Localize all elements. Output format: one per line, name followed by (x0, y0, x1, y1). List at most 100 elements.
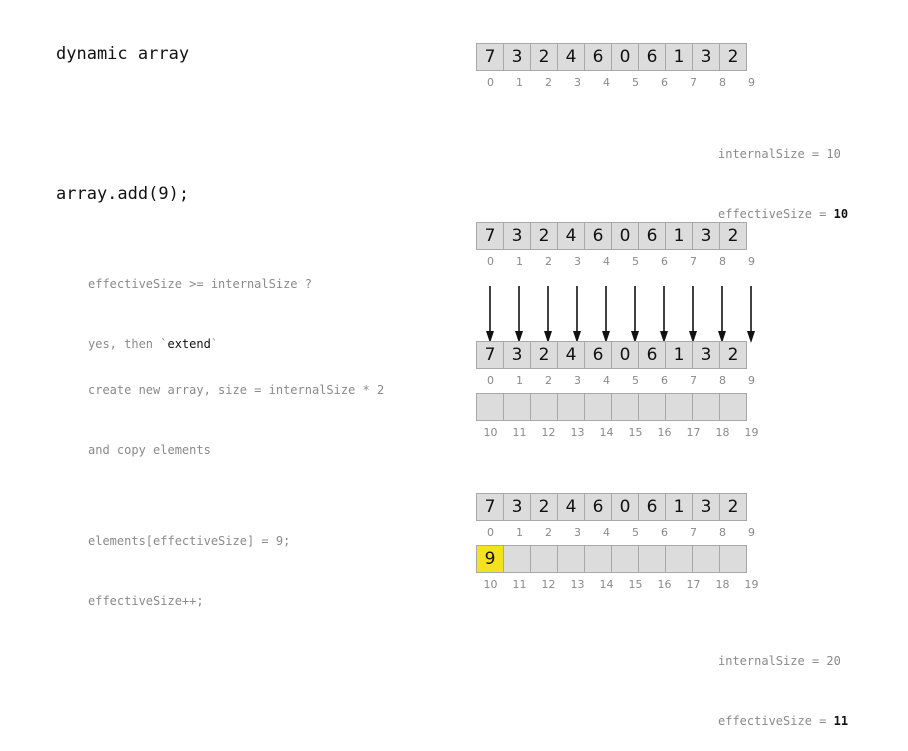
array-cell: 6 (584, 43, 612, 71)
index-label: 7 (690, 374, 697, 387)
empty-cell (692, 393, 720, 421)
effective-size-line: effectiveSize = 11 (718, 711, 848, 731)
index-label: 6 (661, 374, 668, 387)
array-cell: 4 (557, 43, 585, 71)
index-label: 14 (599, 578, 614, 591)
array-cell: 2 (530, 43, 558, 71)
empty-cell (611, 393, 639, 421)
index-label: 7 (690, 526, 697, 539)
index-label: 6 (661, 526, 668, 539)
array-cell: 0 (611, 43, 639, 71)
step2-line1: create new array, size = internalSize * … (88, 383, 385, 397)
index-label: 0 (487, 255, 494, 268)
index-label: 5 (632, 526, 639, 539)
internal-size-line: internalSize = 10 (718, 144, 848, 164)
index-label: 2 (545, 76, 552, 89)
empty-cell (584, 545, 612, 573)
empty-cell (665, 545, 693, 573)
empty-cell (719, 393, 747, 421)
step3-line2: effectiveSize++; (88, 594, 204, 608)
index-label: 5 (632, 374, 639, 387)
array-cell: 2 (719, 222, 747, 250)
arrow-head (544, 331, 552, 343)
array-cell: 3 (503, 493, 531, 521)
index-label: 17 (686, 578, 701, 591)
index-label: 2 (545, 255, 552, 268)
array-cell: 2 (719, 43, 747, 71)
index-label: 3 (574, 76, 581, 89)
index-label: 8 (719, 255, 726, 268)
array-cell: 6 (584, 222, 612, 250)
array-cell: 0 (611, 341, 639, 369)
array-cell: 1 (665, 493, 693, 521)
empty-cell (692, 545, 720, 573)
extension-cells (476, 393, 766, 421)
array-cell: 1 (665, 341, 693, 369)
index-label: 6 (661, 76, 668, 89)
index-label: 18 (715, 426, 730, 439)
index-label: 17 (686, 426, 701, 439)
array-cell: 2 (530, 222, 558, 250)
internal-size-value: 10 (826, 147, 841, 161)
internal-size-value: 20 (826, 654, 841, 668)
effective-size-label: effectiveSize (718, 714, 812, 728)
index-label: 12 (541, 426, 556, 439)
array-cell: 0 (611, 222, 639, 250)
arrow-head (718, 331, 726, 343)
index-label: 5 (632, 255, 639, 268)
arrow-head (689, 331, 697, 343)
step2-note: create new array, size = internalSize * … (88, 340, 384, 480)
equals-sign: = (811, 714, 834, 728)
array-cell: 3 (692, 341, 720, 369)
array-cell: 6 (638, 493, 666, 521)
index-label: 1 (516, 526, 523, 539)
arrow-head (486, 331, 494, 343)
step1-line2: yes, then `extend` (88, 334, 312, 354)
effective-size-value: 10 (833, 207, 849, 221)
internal-size-line: internalSize = 20 (718, 651, 848, 671)
index-label: 14 (599, 426, 614, 439)
add-call-heading: array.add(9); (56, 184, 190, 204)
array-cell: 3 (692, 493, 720, 521)
empty-cell (557, 545, 585, 573)
index-label: 3 (574, 374, 581, 387)
extension-cells: 9 (476, 545, 766, 573)
equals-sign: = (804, 147, 827, 161)
array-cell: 3 (692, 43, 720, 71)
index-label: 8 (719, 374, 726, 387)
empty-cell (638, 545, 666, 573)
arrow-head (660, 331, 668, 343)
index-label: 4 (603, 374, 610, 387)
effective-size-label: effectiveSize (718, 207, 812, 221)
array-cell: 2 (530, 341, 558, 369)
index-label: 9 (748, 374, 755, 387)
array-cell: 7 (476, 341, 504, 369)
index-label: 0 (487, 374, 494, 387)
step1-line2-suffix: ` (210, 337, 219, 351)
index-label: 4 (603, 526, 610, 539)
array-cell: 3 (503, 222, 531, 250)
index-label: 19 (744, 578, 759, 591)
internal-size-label: internalSize (718, 147, 805, 161)
stats-before: internalSize = 10 effectiveSize = 10 (718, 104, 848, 244)
empty-cell (503, 393, 531, 421)
effective-size-line: effectiveSize = 10 (718, 204, 848, 224)
empty-cell (611, 545, 639, 573)
array-cell: 3 (503, 341, 531, 369)
empty-cell (557, 393, 585, 421)
step3-line1: elements[effectiveSize] = 9; (88, 534, 291, 548)
index-label: 13 (570, 426, 585, 439)
index-label: 3 (574, 255, 581, 268)
empty-cell (584, 393, 612, 421)
